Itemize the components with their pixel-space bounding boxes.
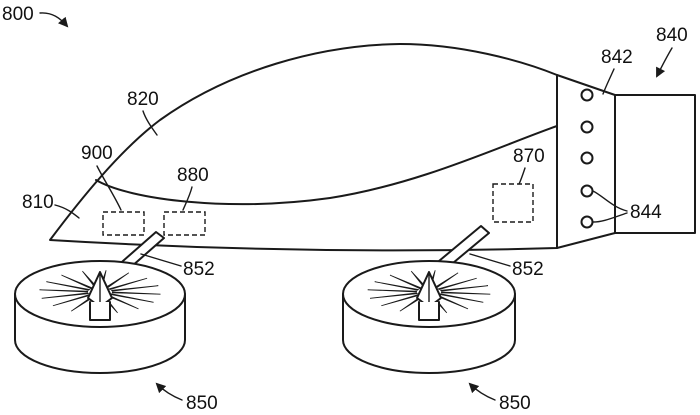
label-840-arrow bbox=[657, 48, 672, 76]
figure-number-arrow bbox=[40, 13, 67, 26]
label-850-left-arrow bbox=[157, 384, 182, 400]
label-900: 900 bbox=[81, 143, 113, 164]
port-hole bbox=[582, 153, 593, 164]
label-880: 880 bbox=[177, 165, 209, 186]
port-hole bbox=[582, 122, 593, 133]
label-810: 810 bbox=[22, 192, 54, 213]
label-840: 840 bbox=[656, 25, 688, 46]
label-842: 842 bbox=[601, 47, 633, 68]
port-hole bbox=[582, 217, 593, 228]
label-842-leader bbox=[603, 69, 614, 94]
port-hole bbox=[582, 90, 593, 101]
wing-outline bbox=[50, 44, 557, 250]
wing-body bbox=[50, 44, 557, 250]
rotor-left-shaft bbox=[90, 302, 110, 320]
label-870: 870 bbox=[513, 146, 545, 167]
label-852-right: 852 bbox=[512, 259, 544, 280]
rotor-left bbox=[15, 261, 185, 373]
rotor-right-shaft bbox=[419, 302, 439, 320]
label-850-left: 850 bbox=[186, 393, 218, 414]
rotor-right bbox=[343, 261, 515, 373]
label-852-left-leader bbox=[141, 254, 181, 266]
label-820: 820 bbox=[127, 89, 159, 110]
label-850-right: 850 bbox=[499, 393, 531, 414]
label-844: 844 bbox=[630, 202, 662, 223]
figure-number-label: 800 bbox=[2, 4, 34, 25]
label-852-left: 852 bbox=[183, 259, 215, 280]
label-852-right-leader bbox=[470, 254, 510, 266]
port-hole bbox=[582, 186, 593, 197]
label-850-right-arrow bbox=[470, 384, 495, 400]
